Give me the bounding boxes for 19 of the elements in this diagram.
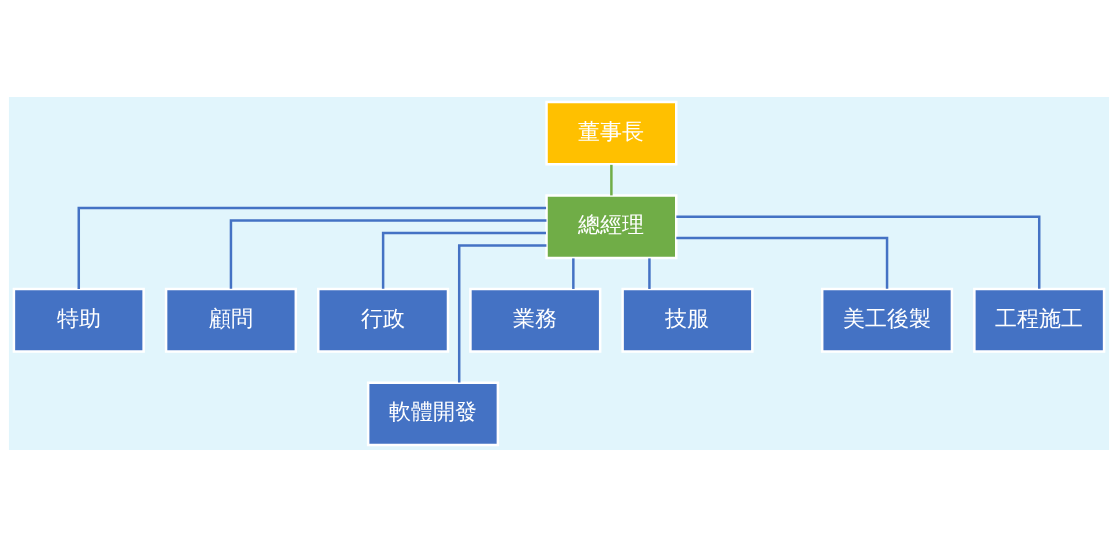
connector: [676, 215, 1041, 289]
connector: [572, 257, 575, 289]
node-box: 特助: [12, 287, 145, 353]
node-box: 軟體開發: [366, 380, 500, 446]
connector: [381, 231, 546, 289]
node-box: 工程施工: [973, 287, 1106, 353]
connector: [229, 218, 547, 289]
connector: [676, 236, 889, 289]
node-box: 顧問: [164, 287, 298, 353]
connector: [610, 164, 613, 195]
node-box: 董事長: [545, 100, 678, 166]
node-box: 技服: [621, 287, 754, 353]
node-box: 總經理: [545, 193, 678, 259]
node-box: 業務: [469, 287, 602, 353]
connector: [648, 257, 651, 289]
node-box: 美工後製: [820, 287, 954, 353]
connector: [77, 206, 547, 289]
connector: [457, 243, 547, 383]
node-box: 行政: [317, 287, 450, 353]
